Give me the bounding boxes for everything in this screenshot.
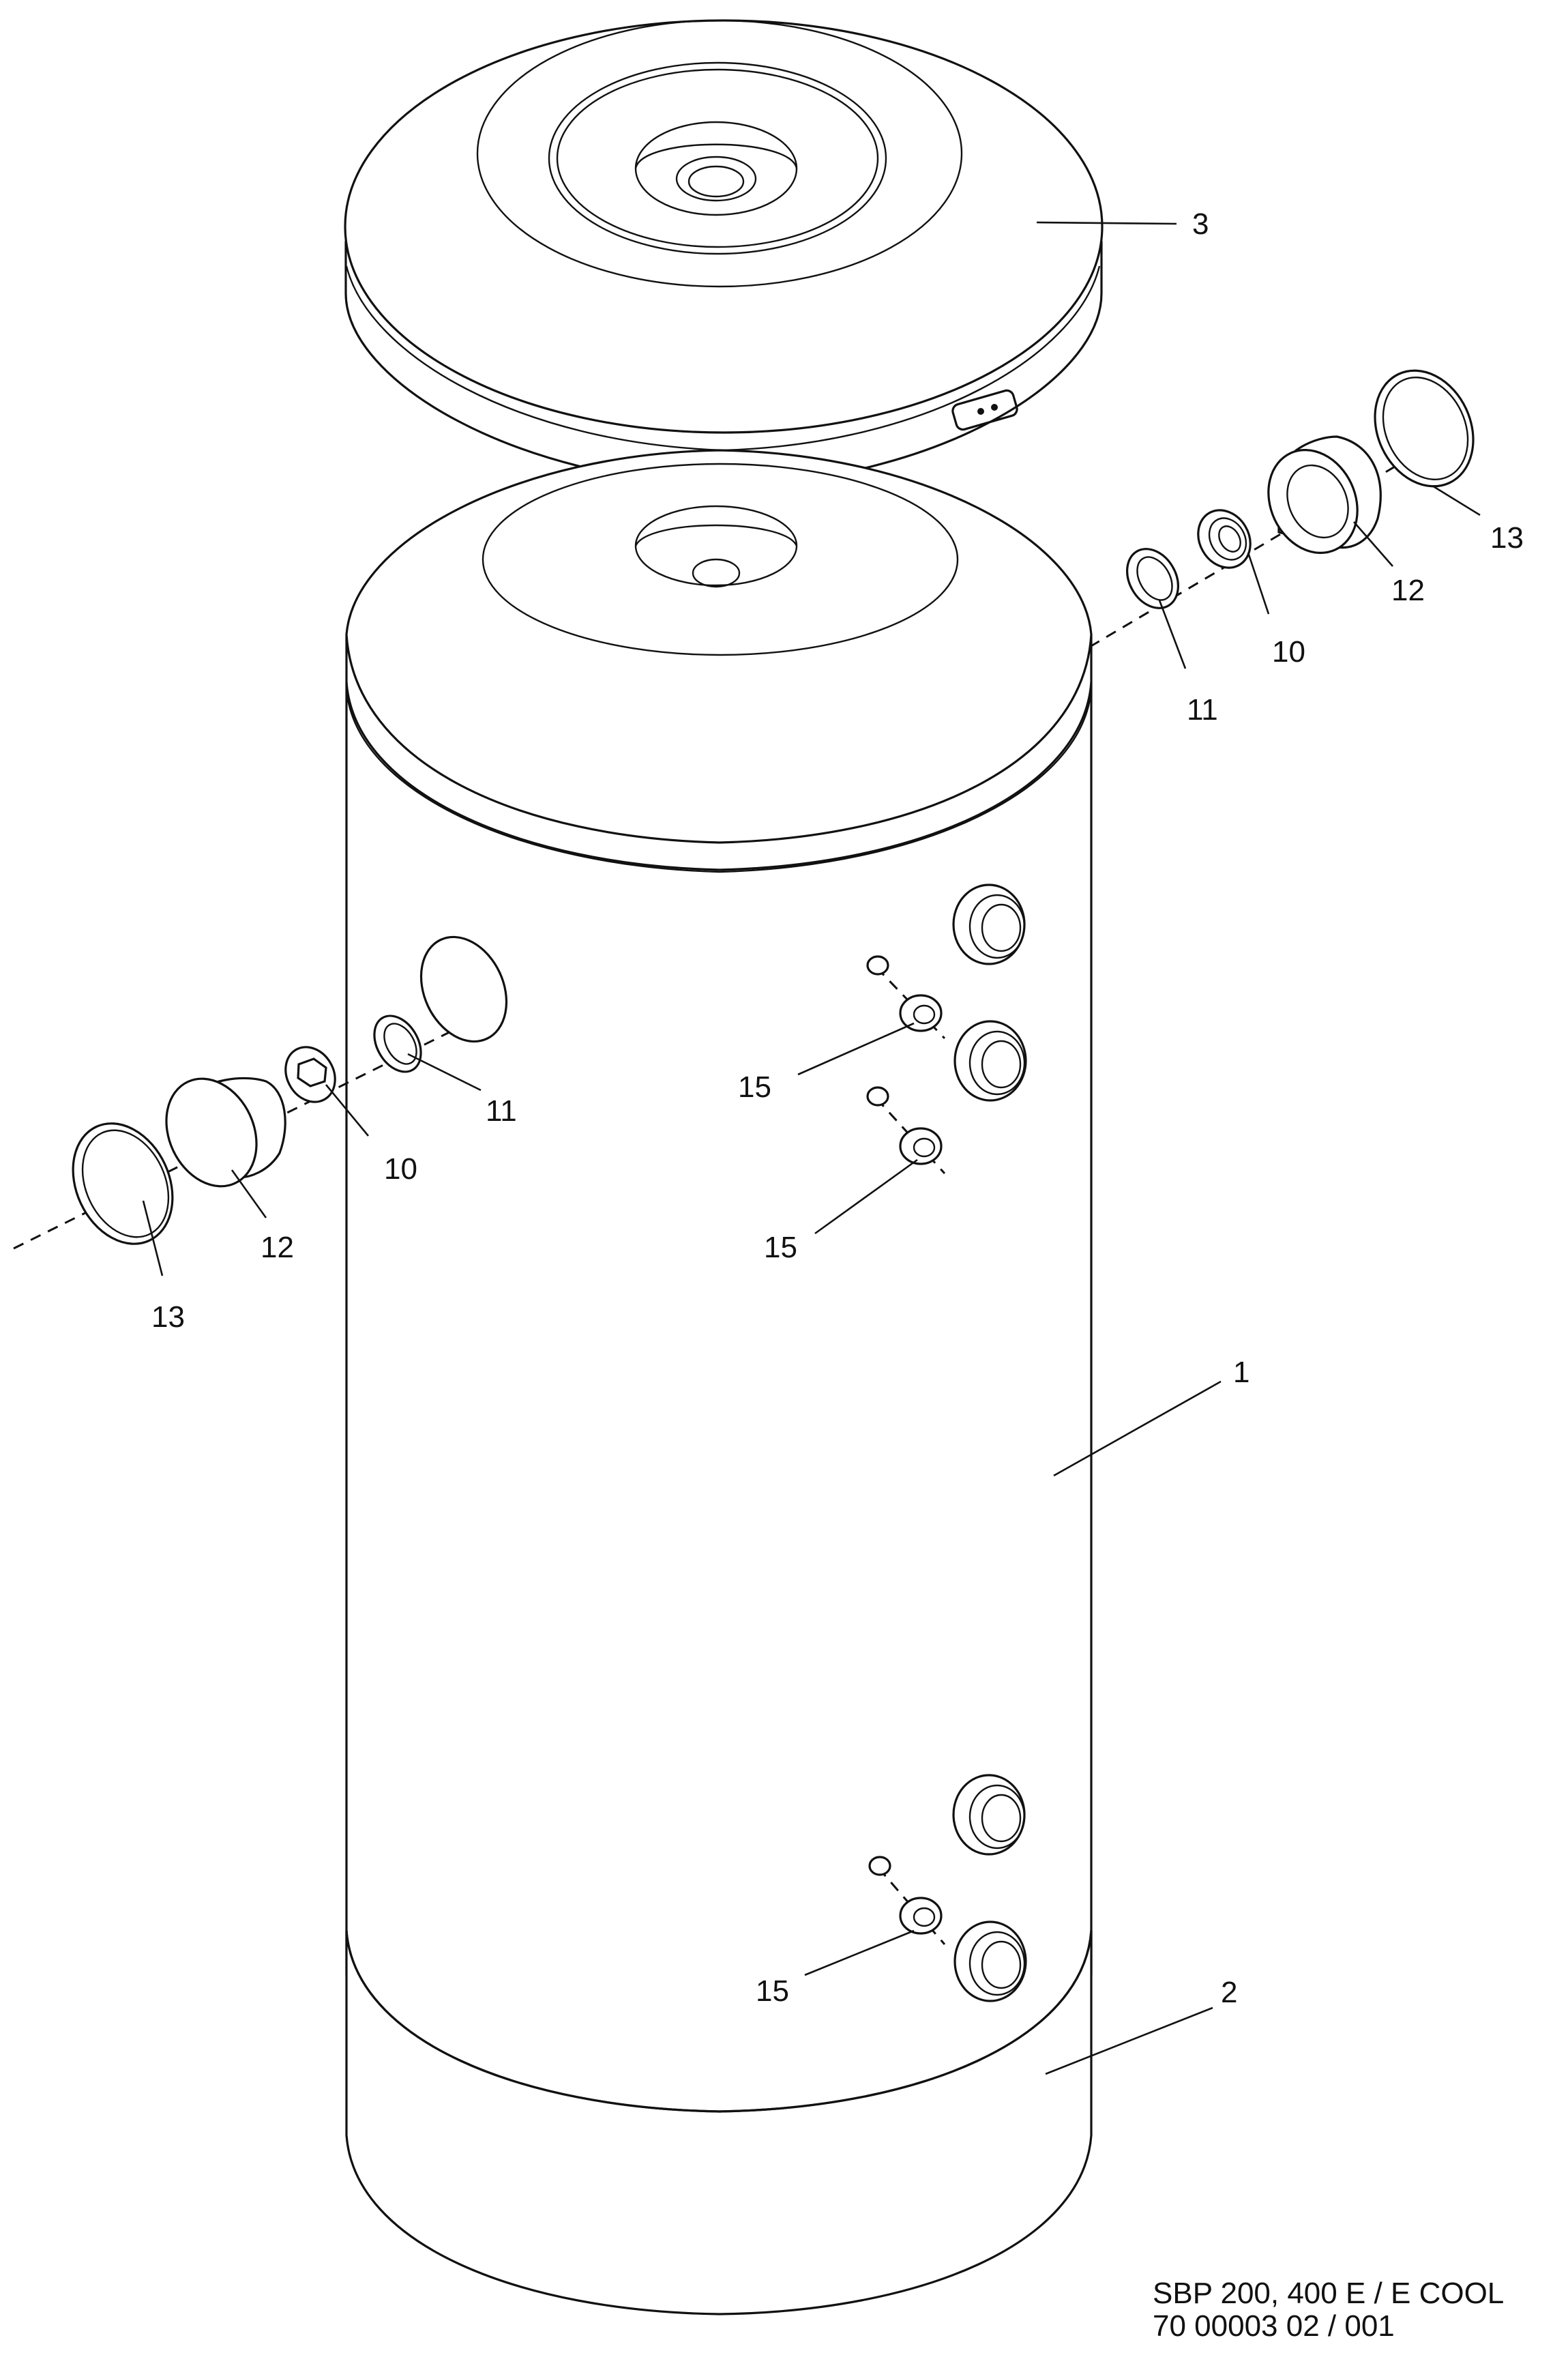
base-skirt-part bbox=[345, 1929, 1093, 2315]
callout-2: 2 bbox=[1221, 1976, 1237, 2009]
sensor-socket-2 bbox=[866, 1086, 946, 1175]
callout-3: 3 bbox=[1192, 207, 1209, 241]
lid-part bbox=[344, 19, 1104, 487]
callout-15-2: 15 bbox=[764, 1231, 797, 1264]
insulation-cap-upper-right bbox=[1267, 435, 1382, 554]
callout-1: 1 bbox=[1233, 1356, 1249, 1389]
left-assembly bbox=[13, 935, 508, 1250]
opening-left bbox=[419, 935, 508, 1043]
cover-ring-upper-right bbox=[1374, 369, 1475, 488]
callout-13-upper-right: 13 bbox=[1490, 521, 1524, 555]
sensor-socket-3 bbox=[868, 1856, 946, 1945]
pipe-connection-upper-2 bbox=[953, 1020, 1027, 1102]
sensor-sleeve-upper-right bbox=[1197, 509, 1252, 569]
upper-right-assembly bbox=[1089, 369, 1475, 648]
title-block: SBP 200, 400 E / E COOL 70 00003 02 / 00… bbox=[1153, 2277, 1504, 2343]
callout-15-3: 15 bbox=[756, 1974, 789, 2008]
pipe-connection-lower-2 bbox=[953, 1920, 1027, 2002]
callout-11-left: 11 bbox=[486, 1094, 517, 1128]
callout-11-upper-right: 11 bbox=[1187, 693, 1218, 727]
pipe-connection-upper-1 bbox=[952, 883, 1026, 965]
sensor-socket-1 bbox=[866, 955, 946, 1040]
callout-10-upper-right: 10 bbox=[1272, 635, 1305, 669]
callout-15-1: 15 bbox=[738, 1070, 771, 1104]
model-label: SBP 200, 400 E / E COOL bbox=[1153, 2277, 1505, 2310]
insulation-cap-left bbox=[165, 1077, 286, 1188]
seal-ring-left bbox=[373, 1014, 422, 1073]
leader-lines bbox=[142, 221, 1481, 2075]
callout-13-left: 13 bbox=[151, 1300, 185, 1334]
tank-body-part bbox=[345, 449, 1093, 1978]
lid-indicator-icon bbox=[951, 389, 1018, 431]
callout-12-upper-right: 12 bbox=[1391, 574, 1425, 607]
drawing-number: 70 00003 02 / 001 bbox=[1153, 2309, 1395, 2343]
seal-ring-upper-right bbox=[1126, 548, 1179, 609]
callout-10-left: 10 bbox=[384, 1152, 417, 1186]
pipe-connection-lower-1 bbox=[952, 1774, 1026, 1856]
callout-labels: 3 1 2 13 12 10 11 11 10 12 13 15 15 15 bbox=[151, 207, 1524, 2009]
sensor-sleeve-left bbox=[284, 1046, 336, 1103]
callout-12-left: 12 bbox=[261, 1231, 294, 1264]
cover-ring-left bbox=[72, 1122, 174, 1245]
